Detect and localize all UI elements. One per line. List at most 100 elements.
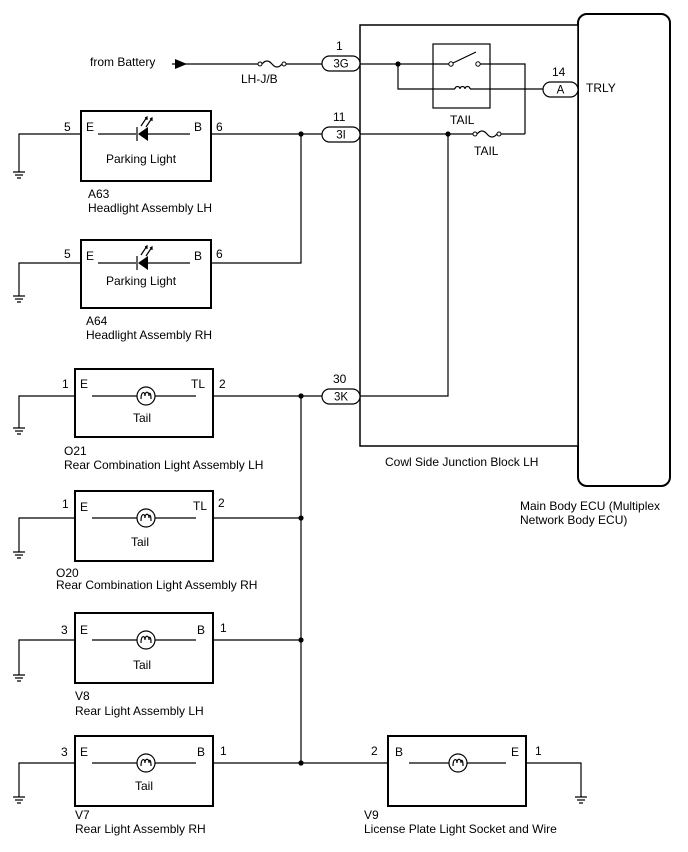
o20-right-term: TL (193, 499, 207, 513)
o21-left-term: E (80, 377, 88, 391)
relay-coil (454, 85, 471, 90)
ground-icon (13, 171, 25, 179)
v8-ground-wire (18, 639, 75, 675)
connector-3g (321, 55, 361, 72)
v7-code: V7 (75, 808, 90, 822)
o21-left-pin: 1 (62, 377, 69, 391)
component-a63: E B Parking Light A63 Headlight Assembly… (80, 110, 212, 215)
a63-right-pin: 6 (216, 120, 223, 134)
o21-code: O21 (64, 444, 87, 458)
relay-switch-blade (452, 51, 477, 64)
connector-3k-pin: 30 (333, 372, 347, 386)
connector-a (542, 81, 579, 98)
component-o21: E TL Tail O21 Rear Combination Light Ass… (64, 368, 263, 472)
a64-code: A64 (86, 314, 108, 328)
lhjb-fuse-right-end (281, 61, 287, 67)
a64-right-term: B (194, 249, 202, 263)
tail-fuse-left-end (472, 131, 478, 137)
v8-left-term: E (80, 623, 88, 637)
a64-left-term: E (86, 249, 94, 263)
o20-inner-label: Tail (131, 535, 149, 549)
a64-inner-label: Parking Light (106, 274, 177, 288)
component-a64: E B Parking Light A64 Headlight Assembly… (80, 239, 212, 342)
a64-ground-wire (18, 262, 81, 296)
ecu-terminal-label: TRLY (586, 81, 616, 95)
component-v9: B E V9 License Plate Light Socket and Wi… (364, 735, 557, 836)
o20-code: O20 (56, 566, 79, 580)
lhjb-fuse (261, 60, 283, 68)
o20-bulb-icon (136, 508, 156, 528)
o20-right-pin: 2 (218, 496, 225, 510)
relay-switch-wiring (397, 63, 526, 134)
lhjb-fuse-label: LH-J/B (241, 72, 278, 86)
tail-fuse-right-end (496, 131, 502, 137)
lhjb-fuse-left-end (257, 61, 263, 67)
v8-right-pin: 1 (220, 621, 227, 635)
v8-inner-label: Tail (133, 658, 151, 672)
front-vertical-wire (211, 134, 302, 264)
a63-left-pin: 5 (64, 120, 71, 134)
connector-3k (321, 388, 361, 405)
o21-bulb-icon (136, 386, 156, 406)
junction-dot-tail (445, 131, 451, 137)
a64-right-pin: 6 (216, 247, 223, 261)
v7-ground-wire (18, 762, 75, 797)
connector-3i-pin: 11 (333, 110, 346, 124)
a63-ground-wire (18, 133, 81, 172)
o21-right-pin: 2 (219, 377, 226, 391)
v7-right-term: B (197, 745, 205, 759)
a63-led-icon (138, 127, 148, 141)
battery-label: from Battery (90, 55, 155, 69)
o21-inner-label: Tail (133, 411, 151, 425)
v8-name: Rear Light Assembly LH (75, 704, 204, 718)
junction-dot-o21 (298, 393, 304, 399)
o20-name: Rear Combination Light Assembly RH (56, 578, 257, 592)
v9-right-term: E (511, 745, 519, 759)
component-o20: E TL Tail O20 Rear Combination Light Ass… (56, 490, 257, 592)
a64-led-icon (138, 256, 148, 270)
junction-block-name: Cowl Side Junction Block LH (385, 455, 538, 469)
v7-right-pin: 1 (220, 744, 227, 758)
junction-dot-front (298, 131, 304, 137)
junction-dot-relay (395, 61, 401, 67)
v9-left-pin: 2 (371, 744, 378, 758)
o21-right-term: TL (191, 377, 205, 391)
connector-3i (321, 126, 361, 143)
v9-right-pin: 1 (535, 744, 542, 758)
o20-ground-wire (18, 517, 75, 552)
ground-icon (13, 674, 25, 682)
o20-left-term: E (80, 500, 88, 514)
a64-name: Headlight Assembly RH (86, 328, 212, 342)
v7-left-term: E (80, 745, 88, 759)
component-v8: E B Tail V8 Rear Light Assembly LH (74, 612, 214, 718)
a63-name: Headlight Assembly LH (88, 201, 212, 215)
tail-relay (432, 43, 491, 109)
battery-arrow-icon (175, 59, 187, 69)
v9-code: V9 (364, 808, 379, 822)
connector-3i-label: 3I (336, 130, 346, 142)
ground-icon (13, 427, 25, 435)
v9-bulb-icon (448, 753, 468, 773)
v8-bulb-icon (136, 630, 156, 650)
tail-fuse-label: TAIL (474, 144, 499, 158)
a63-right-term: B (194, 120, 202, 134)
relay-label: TAIL (450, 113, 475, 127)
v9-name: License Plate Light Socket and Wire (364, 822, 557, 836)
ground-icon (13, 295, 25, 303)
tail-fuse (476, 130, 498, 138)
relay-contact-right (475, 61, 481, 67)
ecu-name-line2: Network Body ECU) (520, 513, 627, 527)
v7-name: Rear Light Assembly RH (75, 822, 206, 836)
connector-a-pin: 14 (552, 65, 566, 79)
ground-icon (13, 551, 25, 559)
connector-a-label: A (557, 85, 565, 97)
connector-3k-label: 3K (334, 392, 348, 404)
v8-right-term: B (197, 623, 205, 637)
v7-left-pin: 3 (61, 745, 68, 759)
ground-icon (575, 796, 587, 804)
ecu-name-line1: Main Body ECU (Multiplex (520, 499, 660, 513)
connector-3g-label: 3G (333, 59, 348, 71)
connector-3g-pin: 1 (336, 39, 343, 53)
ground-icon (13, 796, 25, 804)
